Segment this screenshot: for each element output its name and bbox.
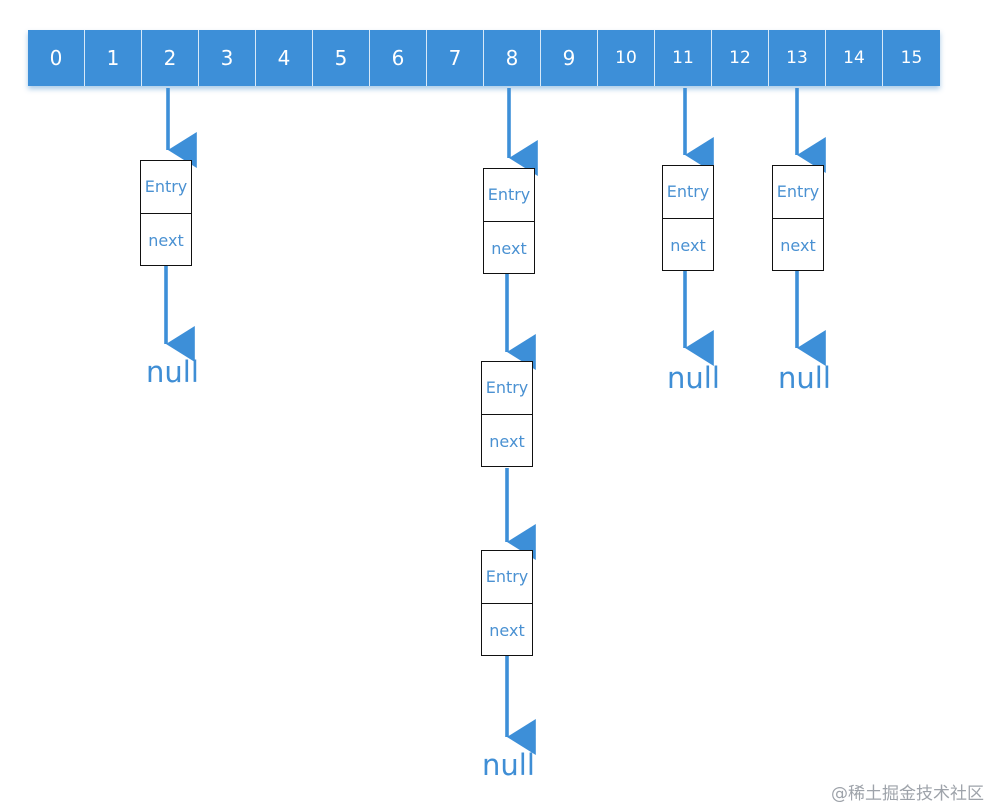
- bucket-13-null-terminator: null: [778, 361, 831, 395]
- bucket-cell-14: 14: [826, 30, 883, 86]
- bucket-8-chain-arrows: [505, 88, 538, 755]
- bucket-8-null-terminator: null: [482, 748, 535, 782]
- bucket-cell-13: 13: [769, 30, 826, 86]
- entry-field-label: Entry: [773, 166, 823, 219]
- entry-field-label: Entry: [484, 169, 534, 222]
- bucket-11-null-terminator: null: [667, 361, 720, 395]
- entry-field-label: Entry: [482, 551, 532, 604]
- bucket-2-null-terminator: null: [146, 355, 199, 389]
- bucket-cell-0: 0: [28, 30, 85, 86]
- bucket-2-entry-node: Entry next: [140, 160, 192, 266]
- bucket-cell-15: 15: [883, 30, 940, 86]
- bucket-cell-7: 7: [427, 30, 484, 86]
- bucket-array: 0 1 2 3 4 5 6 7 8 9 10 11 12 13 14 15: [28, 30, 940, 86]
- entry-field-label: Entry: [482, 362, 532, 415]
- bucket-cell-8: 8: [484, 30, 541, 86]
- next-field-label: next: [489, 620, 525, 640]
- bucket-cell-11: 11: [655, 30, 712, 86]
- bucket-8-entry-node-3: Entry next: [481, 550, 533, 656]
- bucket-8-entry-node-2: Entry next: [481, 361, 533, 467]
- bucket-cell-6: 6: [370, 30, 427, 86]
- bucket-11-entry-node: Entry next: [662, 165, 714, 271]
- next-field-label: next: [491, 238, 527, 258]
- bucket-cell-1: 1: [85, 30, 142, 86]
- entry-field-label: Entry: [663, 166, 713, 219]
- bucket-2-chain-arrows: [164, 88, 197, 362]
- bucket-13-entry-node: Entry next: [772, 165, 824, 271]
- bucket-8-entry-node-1: Entry next: [483, 168, 535, 274]
- source-watermark: @稀土掘金技术社区: [831, 784, 984, 804]
- bucket-cell-12: 12: [712, 30, 769, 86]
- entry-field-label: Entry: [141, 161, 191, 214]
- next-field-label: next: [148, 230, 184, 250]
- next-field-label: next: [489, 431, 525, 451]
- bucket-cell-9: 9: [541, 30, 598, 86]
- next-field-label: next: [780, 235, 816, 255]
- bucket-cell-2: 2: [142, 30, 199, 86]
- bucket-cell-5: 5: [313, 30, 370, 86]
- bucket-cell-10: 10: [598, 30, 655, 86]
- bucket-cell-3: 3: [199, 30, 256, 86]
- bucket-cell-4: 4: [256, 30, 313, 86]
- next-field-label: next: [670, 235, 706, 255]
